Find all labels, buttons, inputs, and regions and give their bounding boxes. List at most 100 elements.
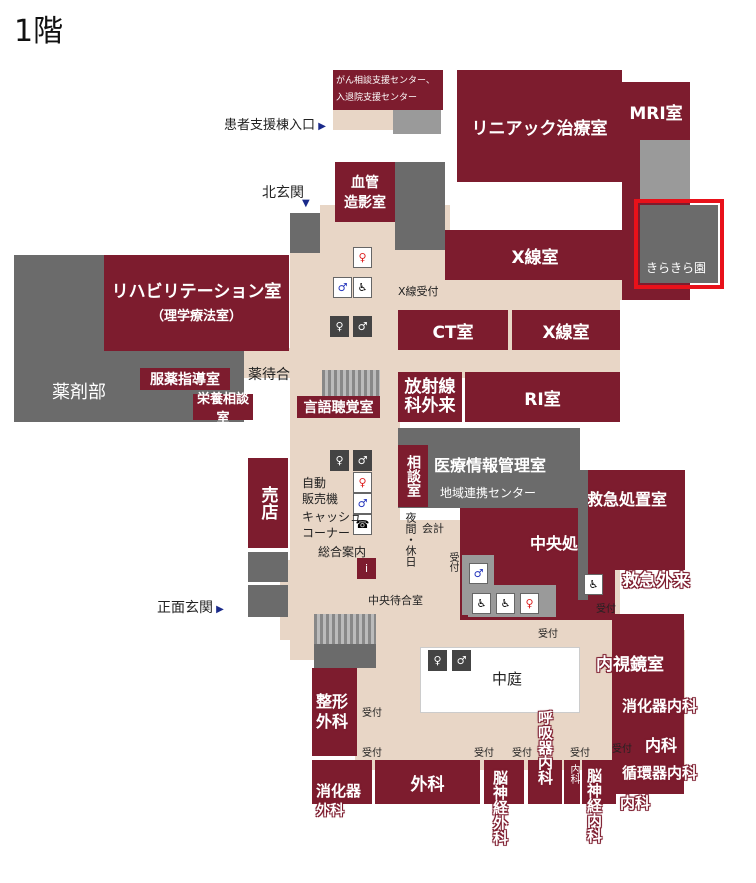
highlight-box — [634, 199, 724, 289]
stairs-icon — [314, 614, 376, 644]
room-ct[interactable]: CT室 — [398, 310, 508, 350]
room-xray-2[interactable]: X線室 — [512, 310, 620, 350]
medinfo-label: 医療情報管理室 — [434, 456, 547, 475]
room-speech[interactable]: 言語聴覚室 — [297, 396, 380, 418]
mri-label: MRI室 — [629, 103, 683, 124]
neurosurgery-label: 脳神経外科 — [491, 770, 509, 845]
north-entrance-block — [290, 213, 320, 253]
reception-label: 受付 — [447, 552, 458, 572]
room-kirakira[interactable]: きらきら園 — [640, 205, 718, 283]
arrow-down-icon: ▼ — [302, 198, 310, 209]
restroom-icon: ♂ — [469, 563, 488, 584]
room-surgery[interactable]: 外科 — [375, 760, 480, 804]
room-int-small[interactable] — [564, 760, 580, 804]
ri-label: RI室 — [524, 389, 561, 410]
courtyard-label: 中庭 — [492, 670, 523, 688]
restroom-icon: ♂ — [353, 316, 372, 337]
reception-label: 受付 — [362, 748, 382, 759]
regional-label: 地域連携センター — [440, 486, 537, 500]
reception-label: 受付 — [612, 744, 632, 755]
front-entrance-block — [248, 585, 288, 617]
restroom-icon: ♂ — [353, 493, 372, 514]
restroom-icon: ♀ — [330, 450, 349, 471]
nutrition-label: 栄養相談室 — [196, 392, 249, 426]
xray-reception-label: X線受付 — [398, 285, 439, 298]
radiation-label-2: 科外来 — [404, 396, 456, 416]
central-wait-label: 中央待合室 — [368, 594, 423, 607]
patient-entrance-label: 患者支援棟入口 ▶ — [224, 114, 326, 133]
reception-label: 受付 — [512, 748, 532, 759]
floor-title: 1階 — [14, 14, 64, 49]
room-linac[interactable]: リニアック治療室 — [457, 70, 622, 182]
rehab-sub-label: （理学療法室） — [150, 309, 242, 324]
room-xray-1[interactable]: X線室 — [445, 230, 625, 280]
patient-entrance-text: 患者支援棟入口 — [224, 118, 316, 133]
med-guidance-label: 服薬指導室 — [150, 372, 220, 388]
wheelchair-icon: ♿ — [353, 277, 372, 298]
medinfo-gray — [398, 428, 580, 508]
info-icon: i — [357, 558, 376, 579]
restroom-icon: ♂ — [353, 450, 372, 471]
room-shop[interactable]: 売店 — [248, 458, 288, 548]
telephone-icon: ☎ — [353, 514, 372, 535]
arrow-right-icon: ▶ — [315, 121, 326, 132]
room-cancer-center[interactable]: がん相談支援センター、 入退院支援センター — [333, 70, 443, 110]
room-radiation[interactable]: 放射線 科外来 — [398, 372, 462, 422]
ortho-label-1: 整形 — [316, 692, 349, 711]
cash-label-2: コーナー — [302, 526, 351, 540]
shop-label: 売店 — [257, 486, 278, 520]
reception-label: 受付 — [596, 604, 616, 615]
front-entrance-label: 正面玄関 ▶ — [157, 597, 224, 617]
restroom-icon: ♀ — [428, 650, 447, 671]
restroom-icon: ♂ — [452, 650, 471, 671]
restroom-icon: ♀ — [353, 472, 372, 493]
vending-label-2: 販売機 — [302, 492, 339, 506]
room-emergency-treatment[interactable]: 救急処置室 — [583, 470, 685, 570]
night-desk-label: 夜間・休日 — [404, 512, 417, 567]
cancer-center-label: がん相談支援センター、 — [336, 76, 435, 86]
vending-label-1: 自動 — [302, 476, 327, 490]
wheelchair-icon: ♿ — [584, 574, 603, 595]
emergency-outpatient-label: 救急外来 — [622, 571, 690, 591]
room-mri[interactable]: MRI室 — [622, 82, 690, 140]
room-med-guidance[interactable]: 服薬指導室 — [140, 368, 230, 390]
emergency-treatment-label: 救急処置室 — [587, 490, 668, 509]
room-gi-surg[interactable] — [312, 760, 372, 804]
corridor-patient — [333, 110, 393, 130]
int-small-label: 内科 — [568, 764, 579, 784]
stairs-gray-block — [314, 644, 376, 668]
room-neurology[interactable] — [582, 760, 616, 804]
north-gray-block — [395, 162, 445, 250]
patient-building-block — [393, 110, 441, 134]
room-ortho[interactable] — [312, 668, 357, 756]
room-angiography[interactable]: 血管 造影室 — [335, 162, 395, 222]
room-rehab[interactable]: リハビリテーション室 （理学療法室） — [104, 255, 289, 351]
room-respiratory[interactable] — [528, 760, 562, 804]
kirakira-label: きらきら園 — [646, 261, 707, 275]
xray-2-label: X線室 — [542, 322, 590, 343]
room-ri[interactable]: RI室 — [465, 372, 620, 422]
restroom-icon: ♀ — [330, 316, 349, 337]
front-entrance-text: 正面玄関 — [157, 600, 213, 616]
room-endoscopy[interactable] — [612, 614, 684, 794]
consult-label: 相談室 — [405, 455, 421, 497]
reception-label: 受付 — [362, 708, 382, 719]
respiratory-label: 呼吸器内科 — [536, 710, 554, 785]
info-label: 総合案内 — [318, 545, 367, 559]
room-consult[interactable]: 相談室 — [398, 445, 428, 507]
restroom-icon: ♀ — [520, 593, 539, 614]
linac-label: リニアック治療室 — [471, 118, 608, 139]
wheelchair-icon: ♿ — [472, 593, 491, 614]
cardio-label: 循環器内科 — [622, 764, 698, 782]
front-gray-1 — [248, 552, 288, 582]
reception-label: 受付 — [538, 629, 558, 640]
gi-surg-label-1: 消化器 — [316, 782, 362, 800]
speech-label: 言語聴覚室 — [303, 400, 374, 416]
reception-label: 受付 — [570, 748, 590, 759]
room-nutrition[interactable]: 栄養相談室 — [193, 392, 253, 426]
mri-side-gray — [640, 140, 690, 200]
room-neurosurgery[interactable] — [484, 760, 524, 804]
angiography-label-2: 造影室 — [344, 195, 386, 211]
reception-label: 受付 — [474, 748, 494, 759]
admission-center-label: 入退院支援センター — [336, 93, 418, 103]
